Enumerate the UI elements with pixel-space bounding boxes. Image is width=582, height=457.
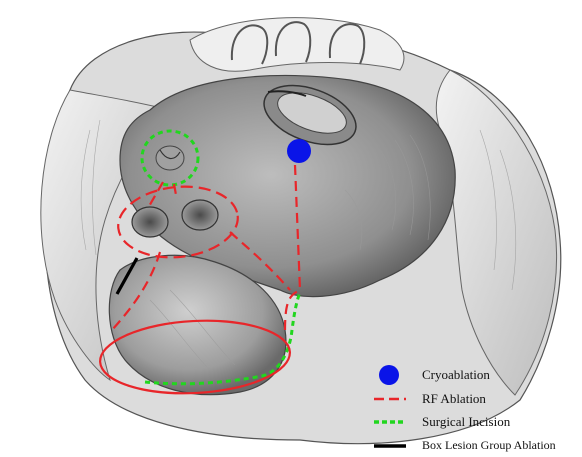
cryoablation-dot (287, 139, 311, 163)
top-flap (190, 18, 404, 72)
green-dotted-line-icon (372, 411, 406, 433)
legend-item-box-lesion: Box Lesion Group Ablation (372, 435, 582, 457)
legend-item-rf-ablation: RF Ablation (372, 388, 582, 410)
legend-label: Cryoablation (422, 367, 490, 383)
legend-item-surgical-incision: Surgical Incision (372, 411, 582, 433)
legend: Cryoablation RF Ablation Surgical Incisi… (372, 362, 582, 457)
legend-label: Box Lesion Group Ablation (422, 438, 556, 453)
legend-item-cryoablation: Cryoablation (372, 364, 582, 386)
blue-dot-icon (372, 364, 406, 386)
black-solid-line-icon (372, 435, 406, 457)
red-dashed-line-icon (372, 388, 406, 410)
legend-label: Surgical Incision (422, 414, 510, 430)
legend-label: RF Ablation (422, 391, 486, 407)
